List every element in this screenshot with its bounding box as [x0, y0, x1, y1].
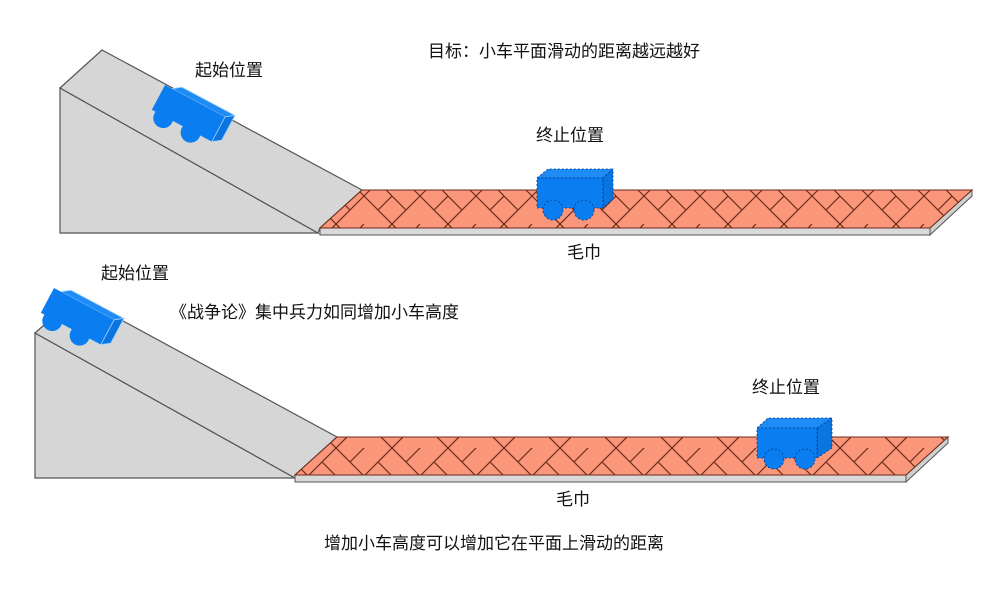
towel-1 [318, 188, 974, 237]
car-end-1 [535, 168, 615, 221]
conclusion-text: 增加小车高度可以增加它在平面上滑动的距离 [324, 534, 664, 554]
scene-1 [58, 49, 974, 237]
start-label-1: 起始位置 [195, 61, 263, 81]
start-label-2: 起始位置 [101, 264, 169, 284]
towel-2 [293, 435, 950, 484]
towel-1-surface [318, 189, 974, 229]
end-label-2: 终止位置 [752, 378, 820, 398]
towel-label-2: 毛巾 [556, 490, 590, 510]
wheel [69, 325, 90, 346]
scene-2 [33, 288, 950, 484]
car-end-2 [755, 417, 833, 470]
ramp-1 [58, 49, 364, 234]
car-start-1 [151, 85, 237, 143]
wheel [573, 199, 595, 221]
wheel [763, 448, 785, 470]
wheel [794, 448, 816, 470]
towel-label-1: 毛巾 [567, 243, 601, 263]
wheel [153, 108, 174, 129]
car-start-2 [40, 288, 126, 346]
end-label-1: 终止位置 [536, 126, 604, 146]
towel-2-surface [293, 436, 950, 476]
goal-text: 目标：小车平面滑动的距离越远越好 [428, 42, 700, 62]
wheel [180, 122, 201, 143]
wheel [542, 199, 564, 221]
wheel [42, 311, 63, 332]
towel-1-base [319, 227, 931, 236]
towel-2-base [294, 474, 907, 483]
analogy-text: 《战争论》集中兵力如同增加小车高度 [170, 303, 459, 323]
